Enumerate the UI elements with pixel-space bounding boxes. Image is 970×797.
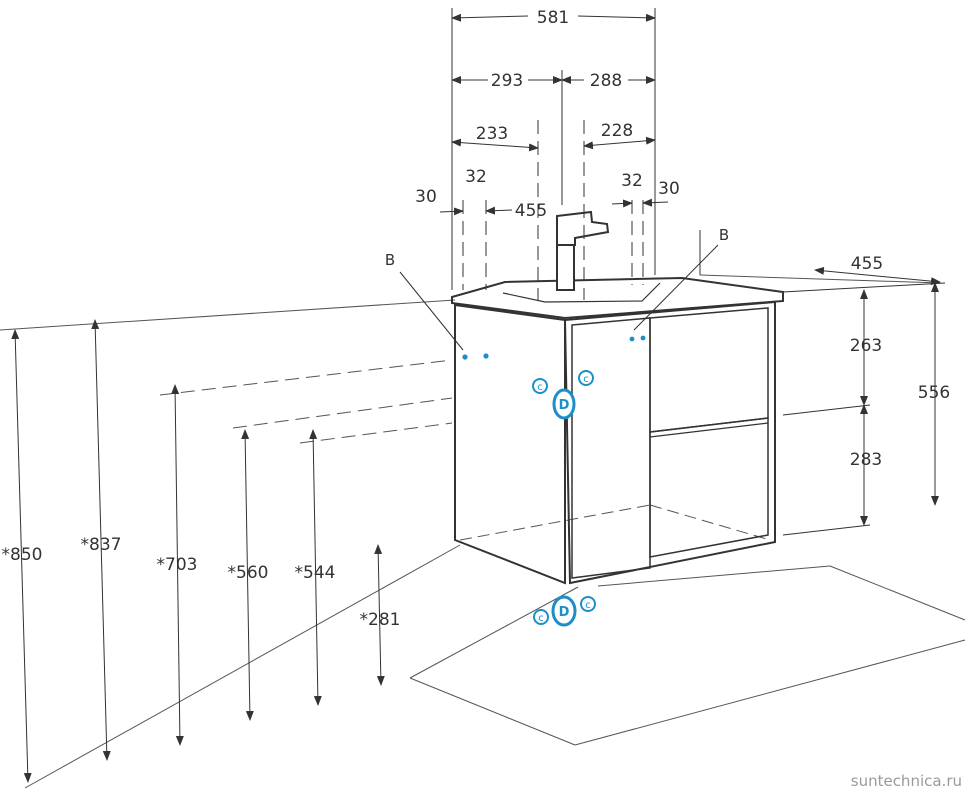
- watermark: suntechnica.ru: [851, 772, 962, 790]
- dim-right-half: 288: [590, 71, 622, 91]
- dim-left-small: 32: [465, 167, 487, 187]
- svg-text:c: c: [583, 374, 589, 385]
- marker-c-lower-left: c: [533, 609, 549, 625]
- svg-text:c: c: [585, 600, 591, 611]
- dim-right-small: 32: [621, 171, 643, 191]
- marker-c-upper-left: c: [532, 378, 548, 394]
- connection-markers: [462, 335, 646, 360]
- dim-upper: 263: [850, 336, 882, 356]
- faucet-icon: [556, 210, 610, 291]
- dim-right-offset: 228: [601, 121, 633, 141]
- basin-bowl: [502, 282, 661, 303]
- cabinet-front: [563, 300, 776, 585]
- dim-h850: *850: [2, 545, 43, 565]
- dim-total-width: 581: [537, 8, 569, 28]
- dim-left-half: 293: [491, 71, 523, 91]
- dim-height: 556: [918, 383, 950, 403]
- svg-text:D: D: [559, 605, 570, 620]
- svg-text:c: c: [538, 613, 544, 624]
- dim-lower: 283: [850, 450, 882, 470]
- dim-inner: 455: [515, 201, 547, 221]
- dim-left-offset: 233: [476, 124, 508, 144]
- marker-d-lower: D: [551, 595, 577, 627]
- right-dimension-lines: [699, 230, 946, 536]
- marker-c-upper-right: c: [578, 370, 594, 386]
- marker-c-lower-right: c: [580, 596, 596, 612]
- b-leader-lines: [399, 244, 719, 351]
- svg-text:c: c: [537, 382, 543, 393]
- drawer-top: [649, 307, 769, 433]
- dim-h560: *560: [228, 563, 269, 583]
- drawer-bottom: [649, 417, 769, 558]
- dim-h703: *703: [157, 555, 198, 575]
- cabinet-door: [571, 317, 651, 579]
- dim-depth: 455: [851, 254, 883, 274]
- label-b-right: B: [719, 226, 729, 244]
- dim-h281: *281: [360, 610, 401, 630]
- dim-h837: *837: [81, 535, 122, 555]
- top-dimension-lines: [439, 8, 669, 300]
- marker-d-upper: D: [552, 388, 576, 420]
- dim-right-edge: 30: [658, 179, 680, 199]
- vanity-cabinet: [451, 276, 784, 585]
- label-b-left: B: [385, 251, 395, 269]
- height-dimension-lines: [11, 319, 385, 783]
- dim-h544: *544: [295, 563, 336, 583]
- countertop: [451, 276, 784, 320]
- wall-floor-lines: [0, 274, 966, 789]
- svg-text:D: D: [559, 398, 570, 413]
- dim-left-edge: 30: [415, 187, 437, 207]
- cabinet-left-side: [454, 303, 566, 585]
